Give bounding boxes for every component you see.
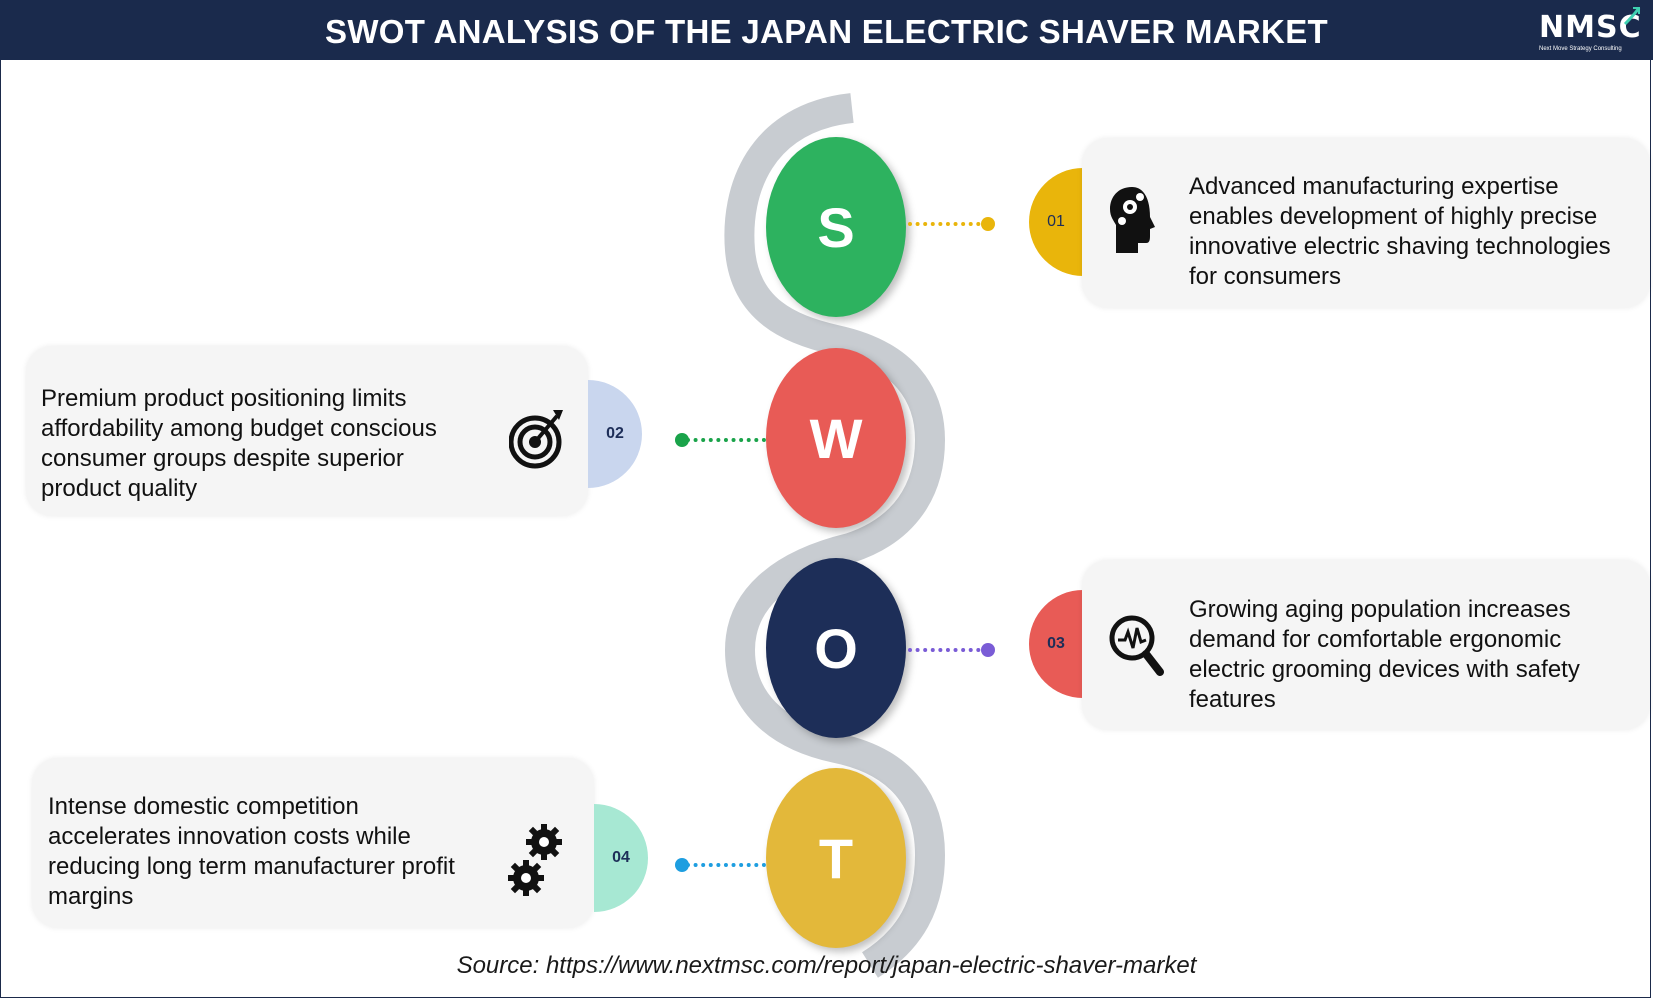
- weakness-connector-dot: [675, 433, 689, 447]
- threat-circle: T: [766, 768, 906, 948]
- logo-tagline: Next Move Strategy Consulting: [1539, 46, 1622, 52]
- logo-swoosh-icon: [1623, 7, 1641, 26]
- weakness-connector: [686, 438, 766, 442]
- weakness-text: Premium product positioning limits affor…: [41, 385, 437, 502]
- opportunity-circle: O: [766, 558, 906, 738]
- strength-number: 01: [1047, 213, 1065, 230]
- opportunity-card: [1082, 560, 1650, 730]
- target-icon: [509, 410, 563, 469]
- threat-number: 04: [612, 849, 630, 866]
- weakness-number: 02: [606, 425, 624, 442]
- threat-connector-dot: [675, 858, 689, 872]
- header-bar: SWOT ANALYSIS OF THE JAPAN ELECTRIC SHAV…: [0, 0, 1653, 60]
- head-gears-icon: [1110, 187, 1155, 253]
- weakness-letter: W: [809, 406, 863, 470]
- weakness-card: [26, 346, 588, 516]
- opportunity-letter: O: [814, 616, 858, 680]
- weakness-circle: W: [766, 348, 906, 528]
- logo-mark: NMSC: [1539, 10, 1642, 45]
- strength-connector: [908, 222, 988, 226]
- opportunity-text: Growing aging population increases deman…: [1189, 596, 1580, 713]
- nmsc-logo: NMSC Next Move Strategy Consulting: [1535, 6, 1645, 56]
- threat-connector: [686, 863, 766, 867]
- threat-letter: T: [818, 826, 854, 890]
- threat-text: Intense domestic competition accelerates…: [48, 793, 455, 910]
- magnifier-pulse-icon: [1109, 615, 1164, 676]
- opportunity-number: 03: [1047, 635, 1065, 652]
- strength-text: Advanced manufacturing expertise enables…: [1189, 173, 1611, 290]
- page-title: SWOT ANALYSIS OF THE JAPAN ELECTRIC SHAV…: [325, 13, 1328, 50]
- opportunity-connector: [908, 648, 988, 652]
- source-citation: Source: https://www.nextmsc.com/report/j…: [456, 952, 1197, 979]
- gears-icon: [508, 824, 562, 896]
- strength-letter: S: [817, 195, 855, 259]
- strength-connector-dot: [981, 217, 995, 231]
- strength-circle: S: [766, 137, 906, 317]
- strength-card: [1082, 138, 1650, 308]
- opportunity-connector-dot: [981, 643, 995, 657]
- threat-card: [32, 758, 594, 928]
